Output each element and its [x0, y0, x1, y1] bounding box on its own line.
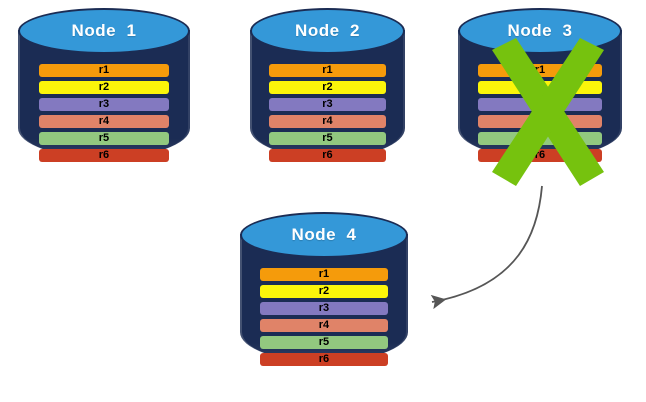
node-3-label: Node 3 — [507, 21, 573, 40]
node-1-cylinder-top — [18, 8, 190, 54]
node-1-row-r5[interactable]: r5 — [38, 132, 170, 145]
node-3-row-r1[interactable]: r1 — [477, 64, 603, 77]
node-3-row-r5[interactable]: r5 — [477, 132, 603, 145]
node-4-row-r6[interactable]: r6 — [260, 353, 388, 366]
node-4-row-r4[interactable]: r4 — [260, 319, 388, 332]
node-1[interactable]: Node 1 r1 r2 r3 r4 r5 r6 — [18, 8, 190, 180]
replication-arrow-path — [430, 185, 543, 310]
node-2-row-list: r1 r2 r3 r4 r5 r6 — [268, 64, 387, 162]
node-3[interactable]: Node 3 r1 r2 r3 r4 r5 r6 — [458, 8, 622, 180]
node-4-row-r1[interactable]: r1 — [260, 268, 388, 281]
node-4-row-r5[interactable]: r5 — [260, 336, 388, 349]
node-1-row-r2[interactable]: r2 — [38, 81, 170, 94]
node-2-cylinder-top — [250, 8, 405, 54]
node-2-row-r1[interactable]: r1 — [268, 64, 387, 77]
node-2-row-r4[interactable]: r4 — [268, 115, 387, 128]
node-4-row-list: r1 r2 r3 r4 r5 r6 — [260, 268, 388, 366]
node-2-label: Node 2 — [295, 21, 360, 40]
node-3-row-r3[interactable]: r3 — [477, 98, 603, 111]
node-3-row-r6[interactable]: r6 — [477, 149, 603, 162]
node-4[interactable]: Node 4 r1 r2 r3 r4 r5 r6 — [240, 212, 408, 384]
node-1-row-list: r1 r2 r3 r4 r5 r6 — [38, 64, 170, 162]
node-2[interactable]: Node 2 r1 r2 r3 r4 r5 r6 — [250, 8, 405, 180]
node-3-row-list: r1 r2 r3 r4 r5 r6 — [477, 64, 603, 162]
node-1-row-r6[interactable]: r6 — [38, 149, 170, 162]
node-1-row-r1[interactable]: r1 — [38, 64, 170, 77]
node-3-row-r2[interactable]: r2 — [477, 81, 603, 94]
node-4-cylinder-top — [240, 212, 408, 258]
node-2-row-r2[interactable]: r2 — [268, 81, 387, 94]
node-1-row-r3[interactable]: r3 — [38, 98, 170, 111]
node-3-row-r4[interactable]: r4 — [477, 115, 603, 128]
node-4-row-r3[interactable]: r3 — [260, 302, 388, 315]
node-2-row-r5[interactable]: r5 — [268, 132, 387, 145]
node-1-label: Node 1 — [71, 21, 137, 40]
node-2-row-r6[interactable]: r6 — [268, 149, 387, 162]
node-4-label: Node 4 — [291, 225, 357, 244]
node-4-row-r2[interactable]: r2 — [260, 285, 388, 298]
node-1-row-r4[interactable]: r4 — [38, 115, 170, 128]
node-2-row-r3[interactable]: r3 — [268, 98, 387, 111]
